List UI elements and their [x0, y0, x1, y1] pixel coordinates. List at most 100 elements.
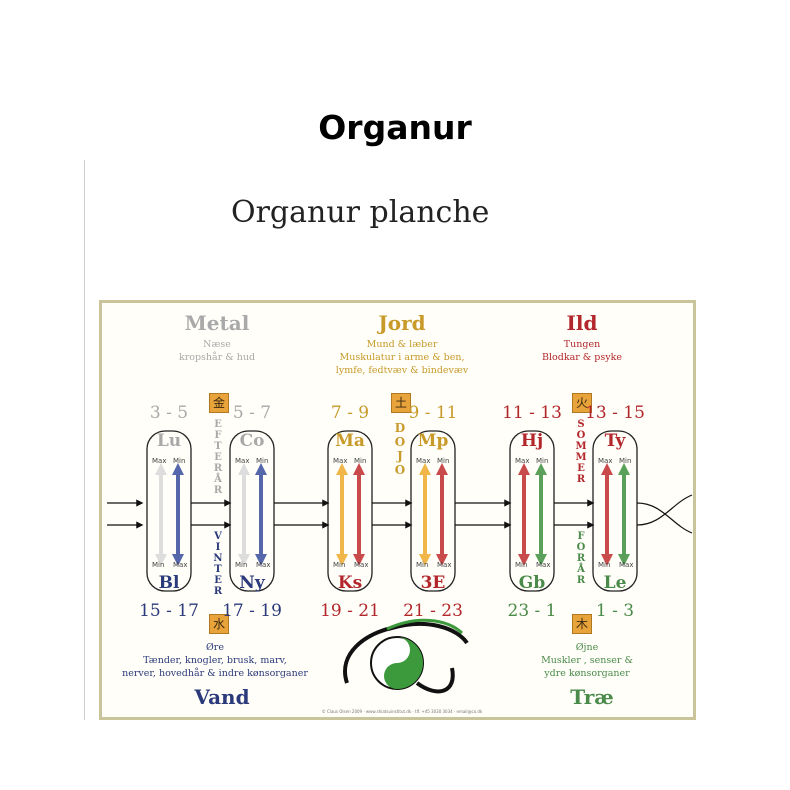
element-desc-trae: Øjne Muskler , senser & ydre kønsorganer: [522, 641, 652, 680]
time-top: 3 - 5: [149, 403, 189, 423]
element-title-metal: Metal: [184, 311, 250, 335]
desc-line: Mund & læber: [366, 339, 438, 350]
desc-line: ydre kønsorganer: [544, 668, 630, 679]
desc-line: Muskulatur i arme & ben,: [339, 352, 465, 363]
time-bottom: 15 - 17: [139, 601, 199, 621]
flow-arrowhead-down: [601, 554, 613, 566]
organ-clock-poster: Metal Næse kropshår & hud Jord Mund & læ…: [99, 300, 696, 720]
max-label: Max: [354, 561, 369, 569]
organ-capsule: [509, 430, 555, 592]
organ-top-label: Ma: [335, 431, 365, 451]
time-top: 11 - 13: [502, 403, 562, 423]
time-bottom: 19 - 21: [320, 601, 380, 621]
max-label: Max: [536, 561, 551, 569]
meridian-line-out: [636, 502, 693, 534]
page-title: Organur: [318, 108, 472, 147]
poster-caption: Organur planche: [231, 195, 490, 230]
season-sommer: SOMMER: [575, 419, 587, 485]
min-label: Min: [235, 561, 248, 569]
min-label: Min: [152, 561, 165, 569]
yin-yang-dot: [393, 672, 401, 680]
desc-line: kropshår & hud: [178, 352, 256, 363]
max-label: Max: [333, 457, 348, 465]
flow-arrowhead-down: [353, 554, 365, 566]
desc-line: Tungen: [563, 339, 601, 350]
time-top: 9 - 11: [408, 403, 458, 423]
flow-arrowhead-up: [238, 463, 250, 475]
organ-capsule: [410, 430, 456, 592]
organ-capsule: [592, 430, 638, 592]
copyright-line: © Claus Olsen 2009 · www.shiatsuinstitut…: [321, 709, 483, 714]
max-label: Max: [619, 561, 634, 569]
element-desc-vand: Øre Tænder, knogler, brusk, marv, nerver…: [120, 641, 310, 680]
time-bottom: 23 - 1: [507, 601, 557, 621]
organ-top-label: Hj: [520, 431, 544, 451]
flow-arrowhead-up: [618, 463, 630, 475]
max-label: Max: [256, 561, 271, 569]
wood-symbol-icon: 木: [572, 614, 592, 634]
water-symbol-icon: 水: [209, 614, 229, 634]
desc-line: lymfe, fedtvæv & bindevæv: [335, 365, 469, 376]
max-label: Max: [235, 457, 250, 465]
flow-arrowhead-up: [535, 463, 547, 475]
season-efteraar: EFTERÅR: [213, 419, 223, 496]
flow-arrowhead-up: [336, 463, 348, 475]
element-desc-ild: Tungen Blodkar & psyke: [512, 338, 652, 364]
time-bottom: 21 - 23: [403, 601, 463, 621]
fire-symbol-icon: 火: [572, 393, 592, 413]
desc-line: Øre: [206, 642, 224, 653]
flow-arrowhead-up: [353, 463, 365, 475]
min-label: Min: [416, 561, 429, 569]
element-desc-metal: Næse kropshår & hud: [142, 338, 292, 364]
season-vinter: VINTER: [213, 531, 223, 597]
flow-arrowhead-down: [255, 554, 267, 566]
flow-arrowhead-down: [155, 554, 167, 566]
time-top: 5 - 7: [232, 403, 272, 423]
time-bottom: 1 - 3: [595, 601, 635, 621]
flow-arrowhead-up: [518, 463, 530, 475]
organ-capsule: [146, 430, 192, 592]
time-bottom: 17 - 19: [222, 601, 282, 621]
element-title-jord: Jord: [378, 311, 426, 335]
flow-arrowhead-down: [618, 554, 630, 566]
season-foraar: FORÅR: [576, 531, 586, 586]
min-label: Min: [256, 457, 269, 465]
divider: [84, 160, 85, 720]
min-label: Min: [354, 457, 367, 465]
meridian-line-out: [636, 494, 693, 526]
flow-arrowhead-down: [419, 554, 431, 566]
metal-symbol-icon: 金: [209, 393, 229, 413]
element-title-trae: Træ: [570, 685, 614, 709]
flow-arrowhead-up: [255, 463, 267, 475]
min-label: Min: [515, 561, 528, 569]
organ-top-label: Co: [239, 431, 265, 451]
organ-bottom-label: Bl: [158, 573, 180, 593]
organ-bottom-label: Ks: [337, 573, 363, 593]
flow-arrowhead-down: [336, 554, 348, 566]
max-label: Max: [598, 457, 613, 465]
max-label: Max: [152, 457, 167, 465]
organ-top-label: Mp: [417, 431, 449, 451]
flow-arrowhead-up: [601, 463, 613, 475]
min-label: Min: [333, 561, 346, 569]
max-label: Max: [416, 457, 431, 465]
flow-arrowhead-up: [436, 463, 448, 475]
desc-line: nerver, hovedhår & indre kønsorganer: [122, 668, 308, 679]
min-label: Min: [598, 561, 611, 569]
element-title-vand: Vand: [194, 685, 250, 709]
desc-line: Næse: [203, 339, 231, 350]
flow-arrowhead-up: [419, 463, 431, 475]
desc-line: Muskler , senser &: [541, 655, 633, 666]
organ-bottom-label: Gb: [518, 573, 546, 593]
time-top: 7 - 9: [330, 403, 370, 423]
element-title-ild: Ild: [566, 311, 598, 335]
organ-bottom-label: 3E: [420, 573, 446, 593]
meridian-flow-diagram: [107, 430, 693, 694]
flow-arrowhead-down: [436, 554, 448, 566]
min-label: Min: [437, 457, 450, 465]
flow-arrowhead-down: [172, 554, 184, 566]
min-label: Min: [536, 457, 549, 465]
flow-arrowhead-up: [155, 463, 167, 475]
dragon-tail-icon: [415, 667, 455, 694]
organ-bottom-label: Le: [603, 573, 627, 593]
